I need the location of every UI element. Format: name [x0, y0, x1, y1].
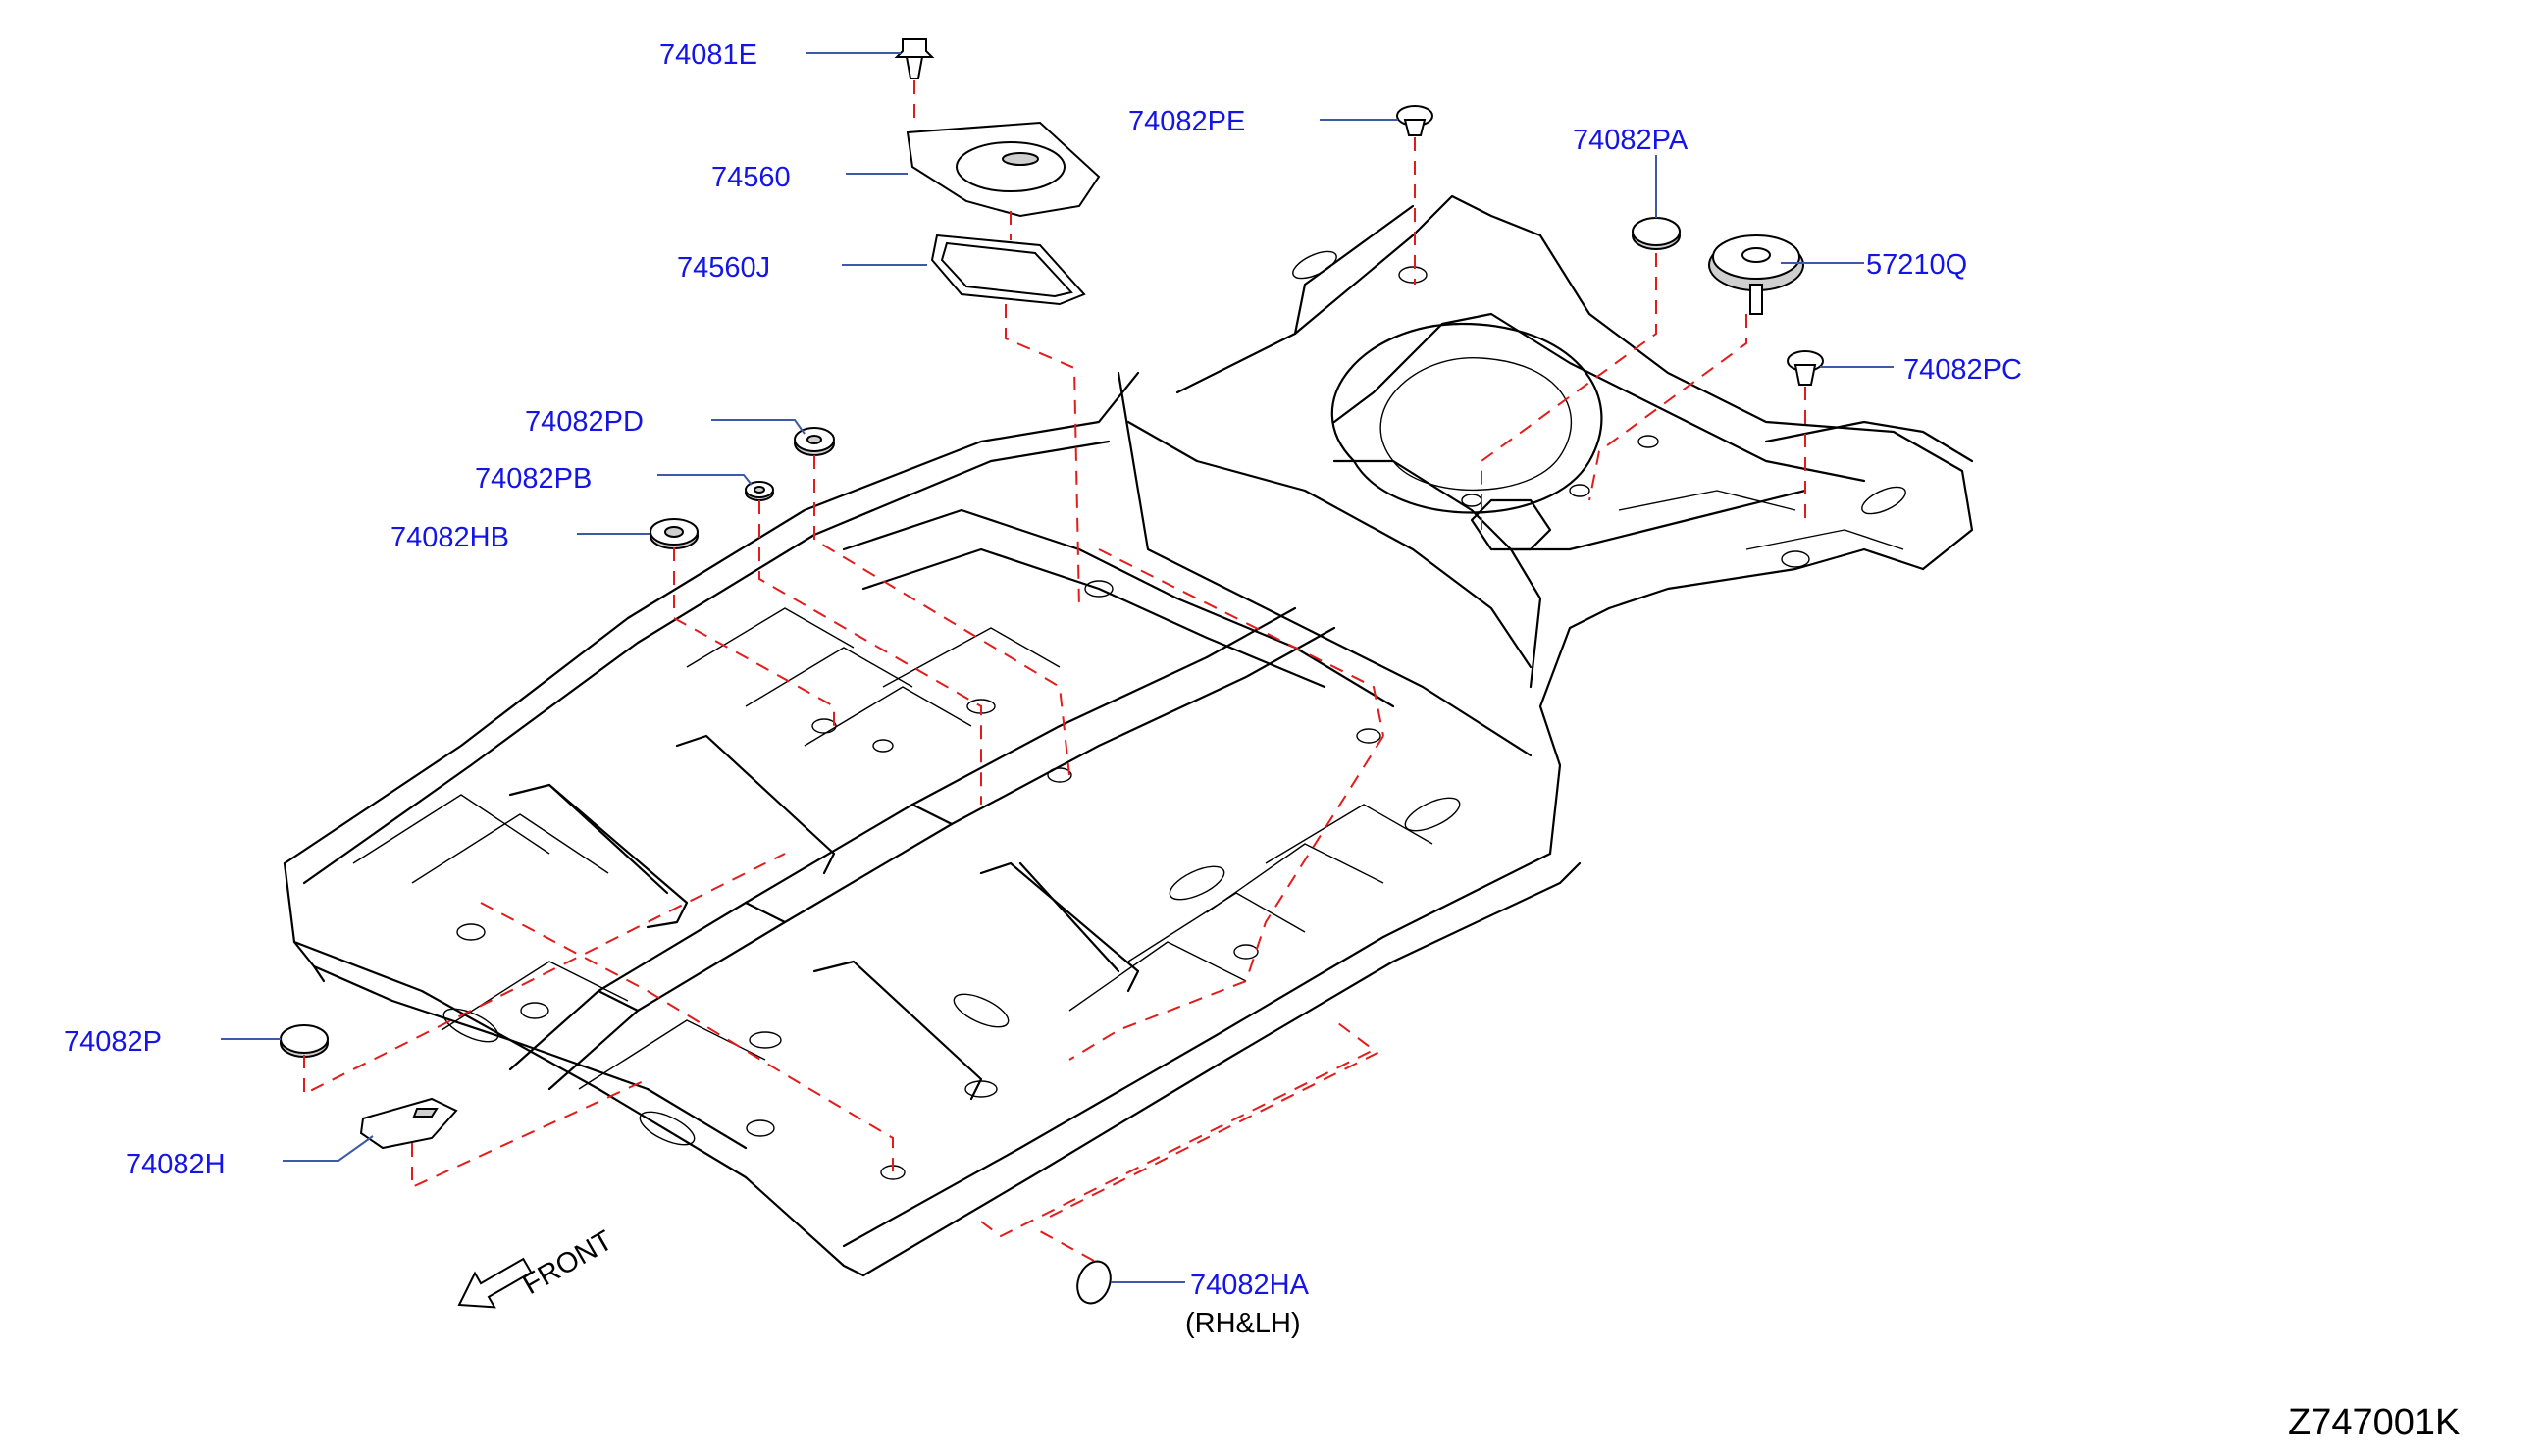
callout-74082PE: 74082PE	[1128, 106, 1245, 137]
side-note: (RH&LH)	[1185, 1308, 1301, 1339]
part-74082PC-clip-icon	[1787, 350, 1824, 386]
installation-dashed-lines	[303, 80, 1806, 1262]
callout-74082P: 74082P	[64, 1026, 162, 1058]
part-74560J-seal-icon	[930, 234, 1086, 306]
callout-74082HA: 74082HA	[1190, 1270, 1310, 1301]
callout-74082PC: 74082PC	[1903, 354, 2022, 386]
part-74082PB-grommet-icon	[745, 481, 774, 501]
part-74082H-cover-icon	[359, 1097, 458, 1150]
callout-74560J: 74560J	[677, 252, 770, 284]
part-74560-cover-icon	[906, 121, 1101, 218]
part-74081E-clip-icon	[894, 38, 935, 79]
diagram-reference-code: Z747001K	[2288, 1402, 2460, 1443]
part-74082HA-plug-icon	[1076, 1260, 1112, 1305]
callout-74082PD: 74082PD	[525, 406, 644, 438]
part-57210Q-spare-tire-clamp-icon	[1708, 234, 1804, 315]
floor-panel-illustration	[283, 194, 1974, 1277]
callout-57210Q: 57210Q	[1866, 249, 1967, 281]
part-74082HB-grommet-icon	[650, 518, 699, 549]
part-74082PA-plug-icon	[1632, 217, 1681, 250]
callout-74082PA: 74082PA	[1573, 125, 1689, 156]
callout-74082HB: 74082HB	[390, 522, 509, 553]
callout-74081E: 74081E	[659, 39, 757, 71]
leader-lines	[221, 52, 1894, 1283]
front-direction-arrow-icon	[457, 1257, 533, 1309]
part-74082PD-grommet-icon	[794, 427, 835, 456]
part-callouts: 74081E 74082PE 74560 74082PA 74560J 5721…	[64, 39, 2460, 1443]
callout-74082PB: 74082PB	[475, 463, 592, 494]
callout-74560: 74560	[711, 162, 791, 193]
callout-74082H: 74082H	[126, 1149, 226, 1180]
front-label: FRONT	[518, 1224, 619, 1301]
part-74082PE-grommet-icon	[1396, 105, 1433, 136]
part-74082P-plug-icon	[280, 1024, 329, 1058]
